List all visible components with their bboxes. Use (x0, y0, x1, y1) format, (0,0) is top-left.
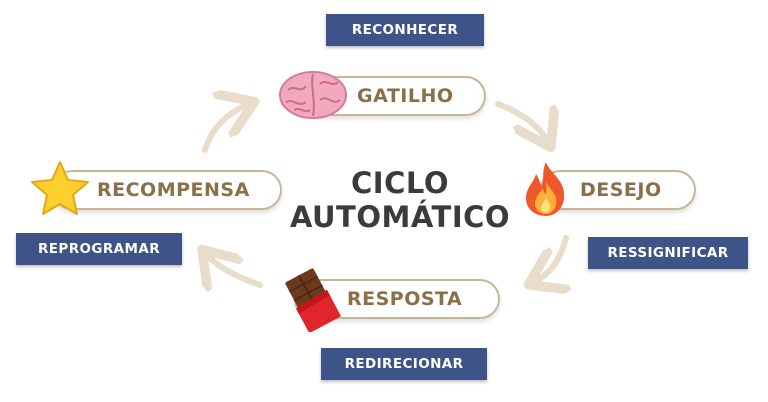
arrow-gatilho-to-desejo (495, 101, 548, 142)
stage-pill-recompensa (52, 170, 282, 210)
arrow-resposta-to-recompensa (206, 254, 263, 285)
stage-label-desejo: DESEJO (580, 179, 662, 201)
center-title-line1: CICLO (351, 166, 449, 200)
arrow-desejo-to-resposta (534, 235, 566, 282)
star-icon (31, 161, 89, 215)
action-tag-redirecionar: REDIRECIONAR (321, 348, 487, 380)
arrow-recompensa-to-gatilho (202, 104, 249, 153)
center-title: CICLO AUTOMÁTICO (275, 166, 525, 234)
stage-label-recompensa: RECOMPENSA (97, 179, 250, 201)
fire-icon (526, 162, 565, 216)
action-tag-reconhecer: RECONHECER (326, 14, 484, 46)
stage-pill-desejo (540, 170, 696, 210)
action-tag-ressignificar: RESSIGNIFICAR (588, 237, 748, 269)
action-tag-label: REPROGRAMAR (38, 241, 160, 257)
brain-icon (279, 71, 347, 119)
action-tag-label: REDIRECIONAR (344, 356, 464, 372)
chocolate-bar-icon (285, 268, 342, 332)
stage-label-resposta: RESPOSTA (347, 288, 463, 310)
action-tag-label: RESSIGNIFICAR (607, 245, 729, 261)
action-tag-label: RECONHECER (351, 22, 459, 38)
stage-label-gatilho: GATILHO (357, 85, 454, 107)
action-tag-reprogramar: REPROGRAMAR (16, 233, 182, 265)
center-title-line2: AUTOMÁTICO (289, 200, 511, 234)
